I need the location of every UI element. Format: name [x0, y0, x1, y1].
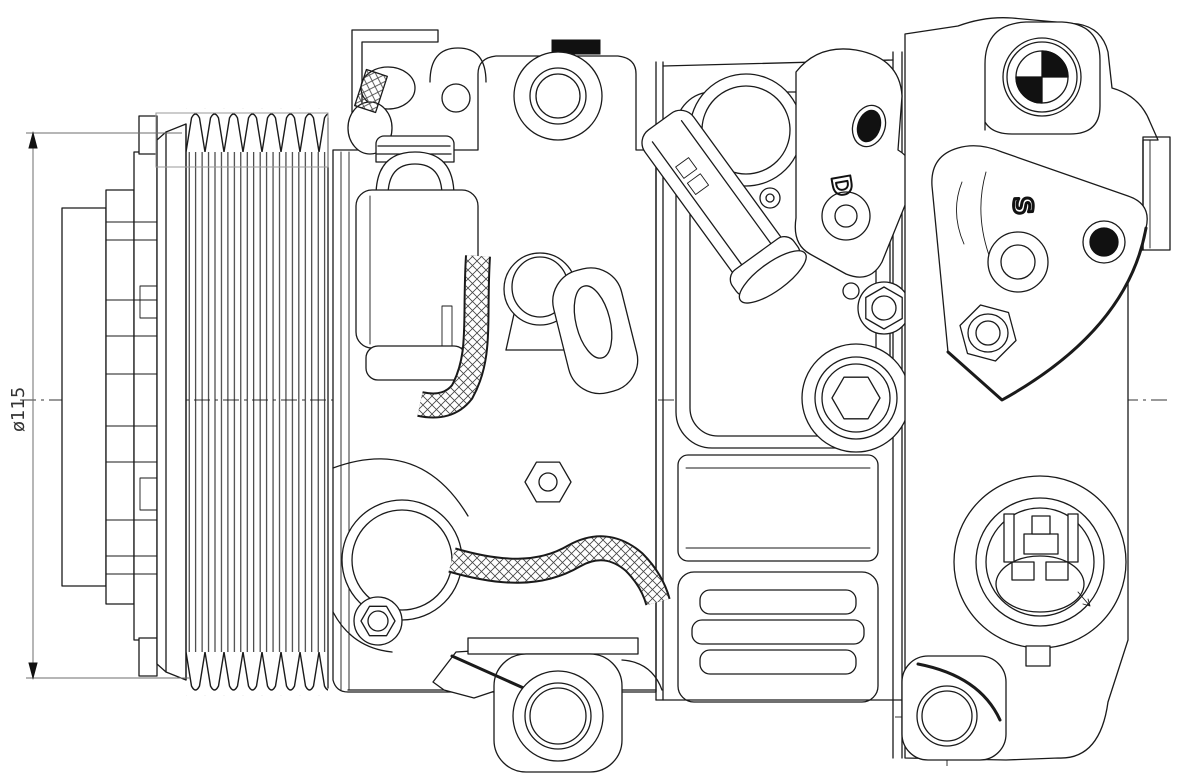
suction-bracket: S	[932, 146, 1147, 400]
rear-block: S	[902, 18, 1170, 760]
round-connector	[954, 476, 1126, 666]
top-mount-boss	[514, 40, 602, 140]
connector-plug	[628, 98, 814, 312]
pulley-groove-bottom	[186, 652, 328, 696]
belt-phantom	[156, 113, 328, 167]
slotted-tab	[546, 261, 644, 400]
dim-arrow-top	[29, 133, 37, 148]
top-connector-assembly	[628, 74, 814, 312]
dimension-diameter-115: ø115	[8, 133, 190, 678]
hub-detail-lines	[106, 222, 157, 574]
shaft-boss	[333, 459, 468, 652]
connector-pin	[1046, 562, 1068, 580]
pulley-groove-top	[186, 108, 328, 152]
mount-lug-rear	[902, 656, 1006, 760]
discharge-bracket: D	[795, 49, 913, 452]
clutch-hub	[62, 116, 157, 676]
datum-target-icon	[1042, 51, 1068, 77]
dimension-label: ø115	[8, 387, 29, 432]
bracket-hole	[854, 107, 885, 144]
mid-panel	[678, 455, 878, 561]
control-valve	[356, 136, 478, 380]
connector-pin	[1012, 562, 1034, 580]
cast-letter-s: S	[1007, 196, 1038, 216]
braided-hose	[420, 256, 658, 602]
mount-lug-front	[433, 638, 662, 772]
pulley	[156, 108, 328, 696]
hex-plug	[525, 462, 571, 502]
rear-boss-nut	[802, 344, 910, 452]
hose-fittings	[348, 48, 486, 154]
side-flange	[1143, 137, 1170, 250]
pulley-ribs	[186, 146, 328, 654]
datum-lug	[985, 22, 1100, 134]
dim-arrow-bottom	[29, 663, 37, 678]
fitting-and-tab	[504, 253, 644, 502]
